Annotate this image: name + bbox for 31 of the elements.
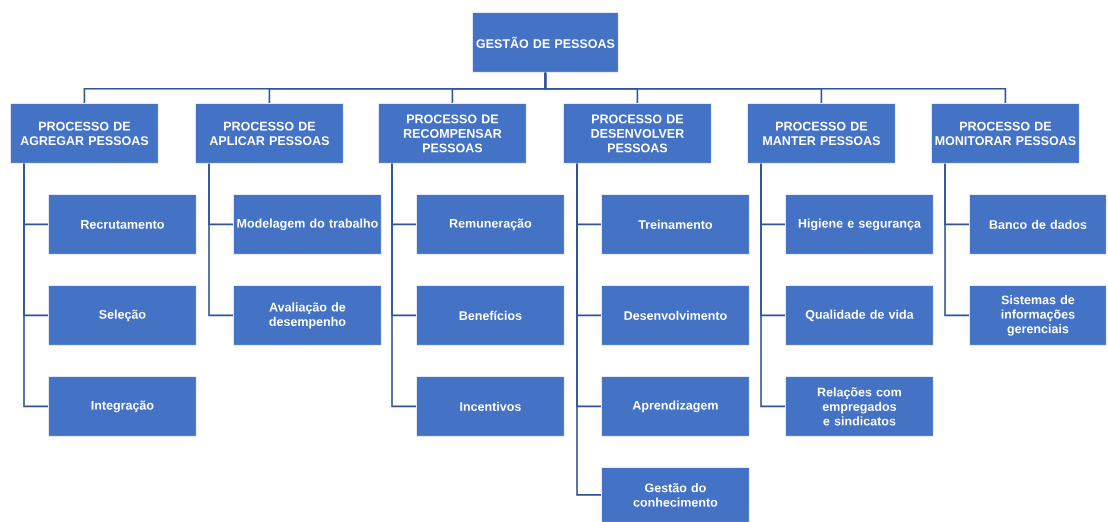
connector-line bbox=[208, 163, 234, 317]
subprocess-box: Sistemas de informações gerenciais bbox=[969, 285, 1107, 346]
subprocess-box: Relações com empregados e sindicatos bbox=[785, 376, 934, 437]
subprocess-box: Treinamento bbox=[601, 194, 750, 255]
subprocess-box: Integração bbox=[48, 376, 197, 437]
connector-line bbox=[760, 163, 786, 408]
connector-line bbox=[576, 163, 602, 496]
root-box: GESTÃO DE PESSOAS bbox=[472, 12, 619, 73]
process-box: PROCESSO DE RECOMPENSAR PESSOAS bbox=[378, 103, 527, 164]
subprocess-box: Avaliação de desempenho bbox=[233, 285, 382, 346]
subprocess-box: Remuneração bbox=[416, 194, 565, 255]
process-box: PROCESSO DE DESENVOLVER PESSOAS bbox=[563, 103, 712, 164]
subprocess-box: Qualidade de vida bbox=[785, 285, 934, 346]
connector-line bbox=[23, 163, 49, 408]
subprocess-box: Gestão do conhecimento bbox=[601, 467, 750, 522]
subprocess-box: Desenvolvimento bbox=[601, 285, 750, 346]
subprocess-box: Banco de dados bbox=[969, 194, 1107, 255]
subprocess-box: Seleção bbox=[48, 285, 197, 346]
subprocess-box: Modelagem do trabalho bbox=[233, 194, 382, 255]
subprocess-box: Recrutamento bbox=[48, 194, 197, 255]
connector-line bbox=[944, 163, 970, 317]
subprocess-box: Benefícios bbox=[416, 285, 565, 346]
connector-line bbox=[391, 163, 417, 408]
subprocess-box: Aprendizagem bbox=[601, 376, 750, 437]
process-box: PROCESSO DE APLICAR PESSOAS bbox=[195, 103, 344, 164]
subprocess-box: Higiene e segurança bbox=[785, 194, 934, 255]
process-box: PROCESSO DE MANTER PESSOAS bbox=[747, 103, 896, 164]
connector-line bbox=[544, 72, 1007, 104]
subprocess-box: Incentivos bbox=[416, 376, 565, 437]
process-box: PROCESSO DE AGREGAR PESSOAS bbox=[10, 103, 159, 164]
process-box: PROCESSO DE MONITORAR PESSOAS bbox=[931, 103, 1080, 164]
